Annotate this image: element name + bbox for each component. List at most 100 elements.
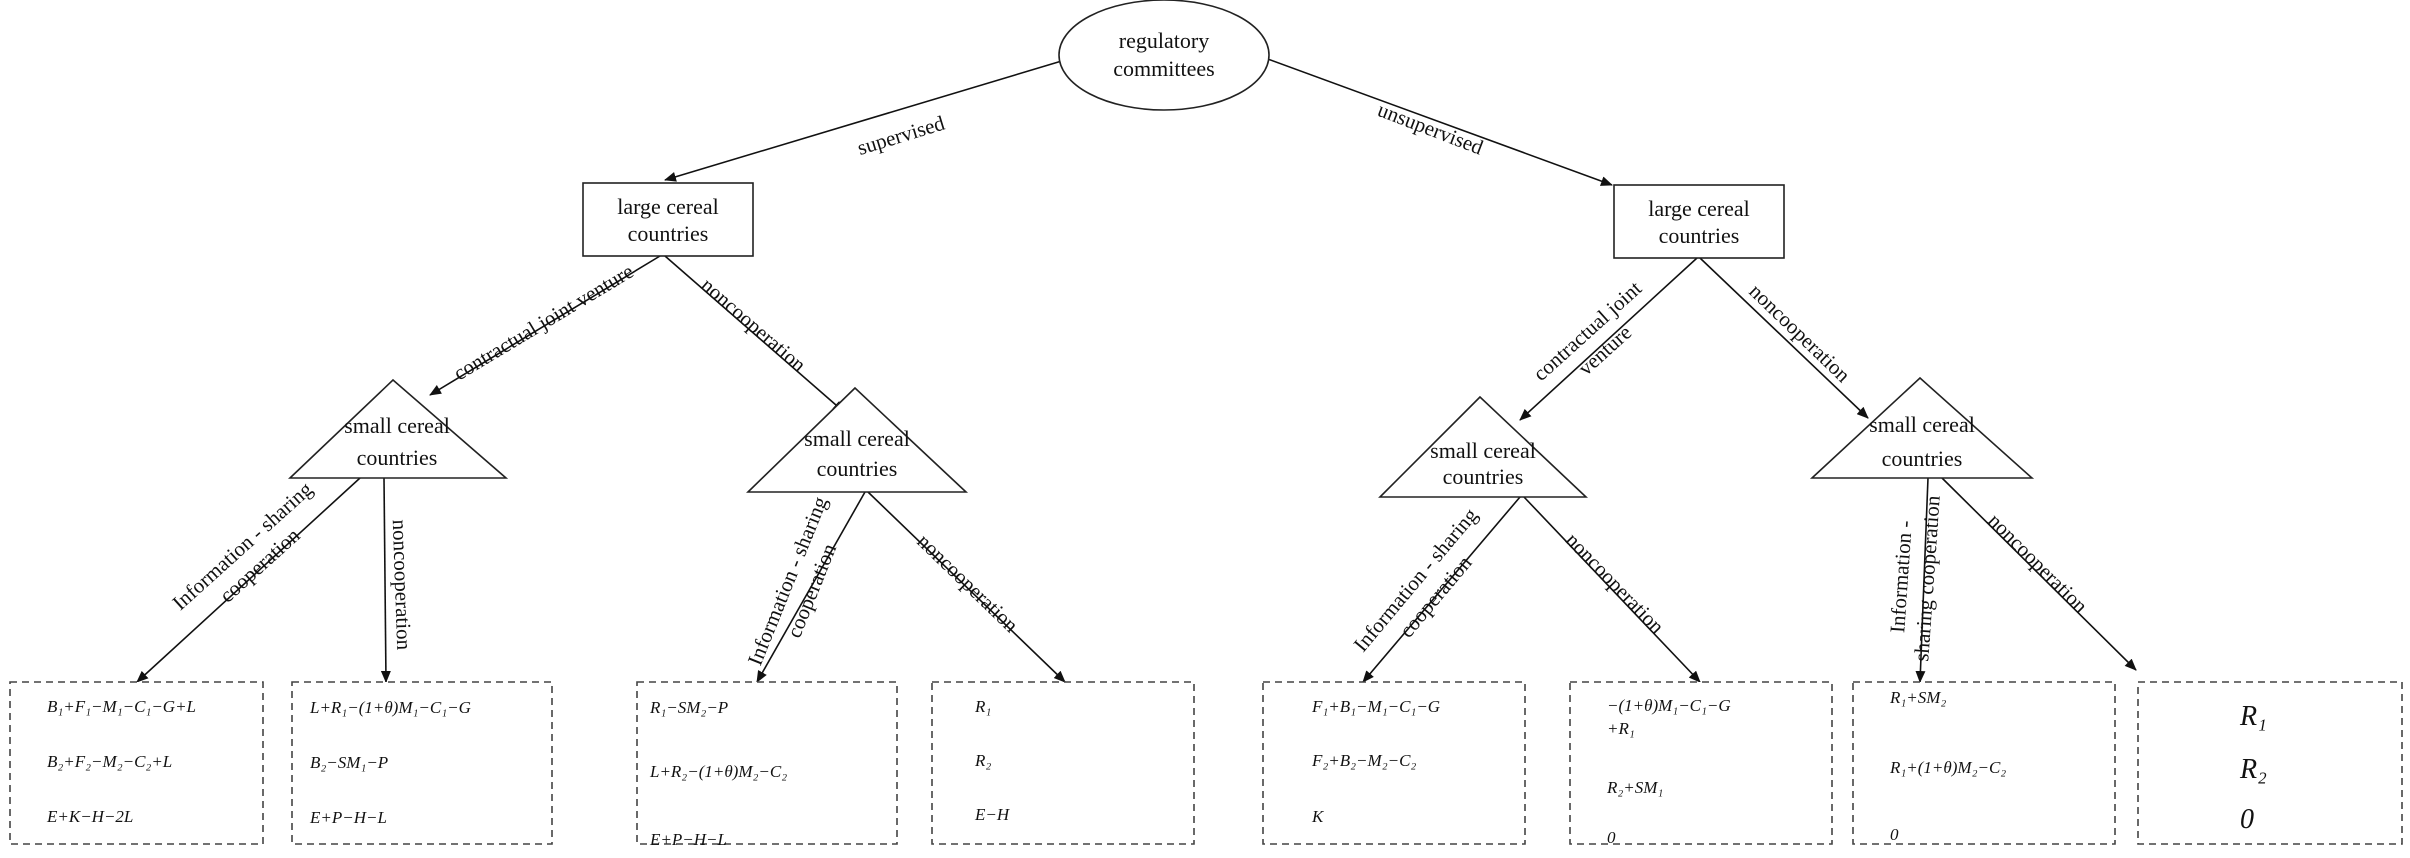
small-c-triangle: [1378, 395, 1589, 498]
payoff-box-7: R₁+SM₂ R₁+(1+θ)M₂−C₂ 0: [1852, 681, 2116, 845]
small-d-triangle: [1809, 376, 2035, 479]
label-c-info: Information - sharing cooperation: [1349, 503, 1483, 656]
edge-left-cjv: [429, 255, 661, 396]
edge-labels: supervised unsupervised contractual join…: [168, 97, 2093, 669]
payoff-8-line3: 0: [2240, 804, 2254, 835]
payoff-4-line2: R₂: [974, 751, 991, 770]
root-label-line2: committees: [1113, 56, 1214, 81]
payoff-box-4: R₁ R₂ E−H: [931, 681, 1195, 845]
label-a-info: Information - sharing cooperation: [168, 477, 318, 615]
small-b-node: small cereal countries: [746, 386, 969, 493]
payoff-5-line2: F₂+B₂−M₂−C₂: [1311, 751, 1416, 770]
small-c-line1: small cereal: [1430, 438, 1536, 463]
payoff-box-7-frame: [1852, 681, 2116, 845]
small-c-node: small cereal countries: [1378, 395, 1589, 498]
payoff-6-line4: 0: [1607, 828, 1616, 847]
payoff-box-6-frame: [1569, 681, 1833, 845]
payoff-3-line1: R₁−SM₂−P: [649, 698, 728, 717]
large-right-line2: countries: [1659, 223, 1740, 248]
edges: [136, 57, 2137, 683]
payoff-3-line2: L+R₂−(1+θ)M₂−C₂: [649, 762, 787, 781]
edge-right-cjv: [1519, 257, 1698, 421]
label-c-noncoop: noncooperation: [1561, 528, 1669, 639]
payoff-box-2-frame: [291, 681, 553, 845]
edge-c-noncoop: [1523, 496, 1701, 683]
edge-supervised: [664, 59, 1066, 182]
small-b-triangle: [746, 386, 969, 493]
payoff-box-4-frame: [931, 681, 1195, 845]
payoff-1-line3: E+K−H−2L: [46, 807, 133, 826]
payoff-6-line2: +R₁: [1607, 719, 1635, 738]
edge-b-info: [756, 491, 866, 683]
label-unsupervised: unsupervised: [1374, 97, 1487, 159]
label-d-noncoop: noncooperation: [1983, 508, 2093, 618]
payoff-box-3-frame: [636, 681, 898, 845]
label-b-noncoop: noncooperation: [913, 529, 1024, 637]
payoff-6-line1: −(1+θ)M₁−C₁−G: [1607, 696, 1731, 715]
label-left-noncoop: noncooperation: [696, 273, 811, 377]
payoff-1-line2: B₂+F₂−M₂−C₂+L: [47, 752, 172, 771]
payoff-8-line1: R₁: [2239, 701, 2267, 732]
edge-b-noncoop: [867, 491, 1066, 683]
payoff-box-1: B₁+F₁−M₁−C₁−G+L B₂+F₂−M₂−C₂+L E+K−H−2L: [9, 681, 264, 845]
large-right-box: [1613, 184, 1785, 259]
label-b-info: Information - sharing cooperation: [743, 493, 842, 669]
root-ellipse: [1058, 0, 1270, 111]
edge-right-noncoop: [1699, 257, 1869, 419]
edge-unsupervised: [1264, 57, 1613, 186]
payoff-2-line2: B₂−SM₁−P: [310, 753, 388, 772]
small-a-node: small cereal countries: [287, 378, 509, 479]
large-right-line1: large cereal: [1648, 196, 1750, 221]
small-d-node: small cereal countries: [1809, 376, 2035, 479]
payoff-7-line3: 0: [1890, 825, 1899, 844]
small-b-line2: countries: [817, 456, 898, 481]
payoff-box-8-frame: [2137, 681, 2403, 845]
payoff-7-line1: R₁+SM₂: [1889, 688, 1946, 707]
edge-d-info: [1915, 477, 1929, 683]
root-label-line1: regulatory: [1119, 28, 1209, 53]
payoff-box-5: F₁+B₁−M₁−C₁−G F₂+B₂−M₂−C₂ K: [1262, 681, 1526, 845]
payoff-5-line3: K: [1311, 807, 1325, 826]
payoff-6-line3: R₂+SM₁: [1606, 778, 1663, 797]
small-b-line1: small cereal: [804, 426, 910, 451]
payoff-7-line2: R₁+(1+θ)M₂−C₂: [1889, 758, 2006, 777]
small-a-line1: small cereal: [344, 413, 450, 438]
small-a-line2: countries: [357, 445, 438, 470]
payoff-box-3: R₁−SM₂−P L+R₂−(1+θ)M₂−C₂ E+P−H−L: [636, 681, 898, 849]
edge-c-info: [1362, 496, 1521, 683]
payoff-4-line3: E−H: [974, 805, 1011, 824]
label-supervised: supervised: [854, 111, 947, 160]
label-right-cjv: contractual joint venture: [1528, 276, 1646, 386]
large-left-box: [582, 182, 754, 257]
label-a-noncoop: noncooperation: [388, 519, 417, 651]
payoff-box-5-frame: [1262, 681, 1526, 845]
edge-a-noncoop: [380, 477, 391, 683]
large-left-line1: large cereal: [617, 194, 719, 219]
payoff-2-line3: E+P−H−L: [309, 808, 387, 827]
large-right-node: large cereal countries: [1613, 184, 1785, 259]
label-d-info: Information - sharing cooperation: [1885, 494, 1945, 662]
payoff-box-2: L+R₁−(1+θ)M₁−C₁−G B₂−SM₁−P E+P−H−L: [291, 681, 553, 845]
root-node: regulatory committees: [1058, 0, 1270, 111]
small-a-triangle: [287, 378, 509, 479]
payoff-5-line1: F₁+B₁−M₁−C₁−G: [1311, 697, 1440, 716]
label-left-cjv: contractual joint venture: [449, 259, 637, 385]
payoff-3-line3: E+P−H−L: [649, 830, 727, 849]
payoff-2-line1: L+R₁−(1+θ)M₁−C₁−G: [309, 698, 471, 717]
large-left-node: large cereal countries: [582, 182, 754, 257]
edge-left-noncoop: [664, 255, 845, 413]
payoff-box-8: R₁ R₂ 0: [2137, 681, 2403, 845]
payoff-1-line1: B₁+F₁−M₁−C₁−G+L: [47, 697, 196, 716]
payoff-8-line2: R₂: [2239, 754, 2267, 785]
large-left-line2: countries: [628, 221, 709, 246]
label-right-noncoop: noncooperation: [1745, 279, 1856, 387]
small-c-line2: countries: [1443, 464, 1524, 489]
payoff-4-line1: R₁: [974, 697, 991, 716]
edge-a-info: [136, 477, 361, 683]
label-d-info-line2: sharing cooperation: [1909, 494, 1945, 662]
small-d-line2: countries: [1882, 446, 1963, 471]
payoff-box-6: −(1+θ)M₁−C₁−G +R₁ R₂+SM₁ 0: [1569, 681, 1833, 847]
payoff-box-1-frame: [9, 681, 264, 845]
edge-d-noncoop: [1941, 477, 2137, 671]
small-d-line1: small cereal: [1869, 412, 1975, 437]
